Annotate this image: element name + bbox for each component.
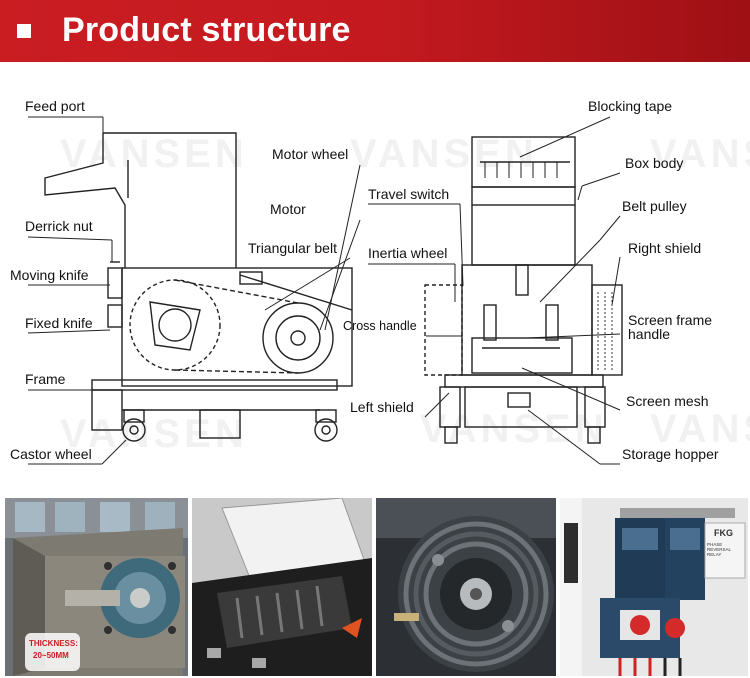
photo-strip: THICKNESS: 20~50MM (0, 492, 750, 678)
thickness-label: THICKNESS: (29, 639, 78, 648)
photo-electrical-panel: FKG PHASE REVERSAL RELAY (560, 498, 748, 676)
label-derrick-nut: Derrick nut (25, 218, 93, 234)
label-screen-frame-handle-line1: Screen frame (628, 312, 713, 328)
machine-drawings (27, 116, 623, 465)
header-banner: Product structure (0, 0, 750, 62)
label-storage-hopper: Storage hopper (622, 446, 719, 462)
label-inertia-wheel: Inertia wheel (368, 245, 448, 261)
label-right-shield: Right shield (628, 240, 702, 256)
structure-diagram: VANSEN VANSEN VANSEN VANSEN VANSEN VANSE… (0, 62, 750, 492)
label-motor: Motor (270, 201, 306, 217)
label-left-shield: Left shield (350, 399, 414, 415)
label-travel-switch: Travel switch (368, 186, 450, 202)
photo-crusher-chamber (192, 498, 372, 676)
relay-text: PHASE REVERSAL RELAY (707, 542, 731, 557)
thickness-value: 20~50MM (33, 651, 69, 660)
relay-brand: FKG (714, 528, 733, 538)
label-triangular-belt: Triangular belt (248, 240, 337, 256)
page-title: Product structure (62, 11, 351, 49)
leader-lines (27, 116, 621, 465)
label-fixed-knife: Fixed knife (25, 315, 93, 331)
bullet-square-icon (17, 24, 31, 38)
label-feed-port: Feed port (25, 98, 85, 114)
label-moving-knife: Moving knife (10, 267, 89, 283)
label-cross-handle: Cross handle (343, 319, 417, 333)
label-castor-wheel: Castor wheel (10, 446, 92, 462)
label-belt-pulley: Belt pulley (622, 198, 687, 214)
front-view-drawing (424, 136, 623, 444)
label-box-body: Box body (625, 155, 684, 171)
label-screen-frame-handle-line2: handle (628, 326, 671, 342)
label-motor-wheel: Motor wheel (272, 146, 349, 162)
label-blocking-tape: Blocking tape (588, 98, 673, 114)
label-screen-mesh: Screen mesh (626, 393, 709, 409)
side-view-drawing (44, 132, 353, 442)
photo-belt-pulley (376, 498, 556, 676)
label-frame: Frame (25, 371, 66, 387)
photo-rotor-housing: THICKNESS: 20~50MM (5, 498, 188, 676)
